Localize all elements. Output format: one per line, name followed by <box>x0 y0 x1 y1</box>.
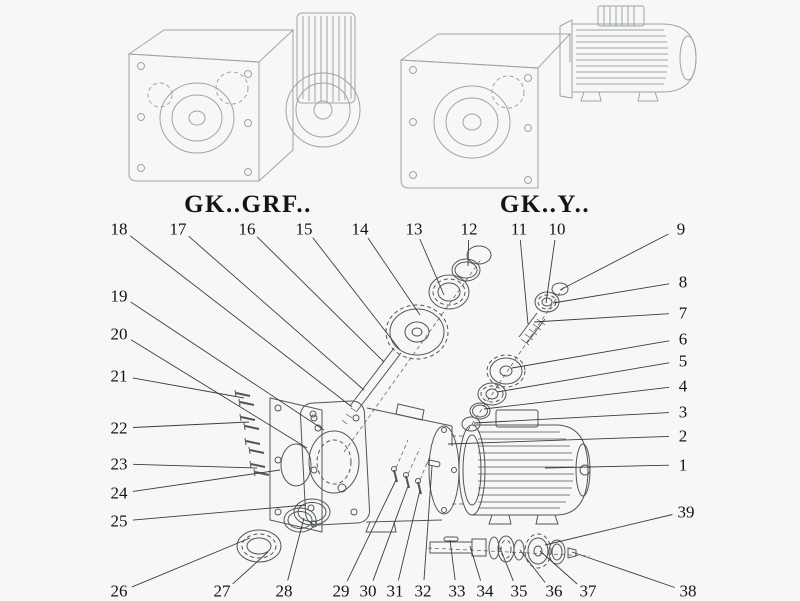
leader-line-8 <box>552 283 670 304</box>
motor-drawing <box>559 5 697 102</box>
leader-line-35 <box>499 547 514 582</box>
leader-line-24 <box>132 469 281 492</box>
leader-line-2 <box>447 435 670 445</box>
leader-line-28 <box>287 517 305 581</box>
gearbox-grf-drawing <box>127 12 361 182</box>
leader-line-22 <box>132 421 250 428</box>
leader-line-4 <box>483 386 670 410</box>
exploded-housing-drawing <box>299 400 460 533</box>
leader-lines <box>129 233 675 588</box>
input-gear-stack-drawing <box>341 245 492 425</box>
leader-line-1 <box>544 464 670 469</box>
leader-line-15 <box>312 237 401 351</box>
leader-line-10 <box>545 239 556 304</box>
leader-line-27 <box>232 551 269 585</box>
leader-line-29 <box>346 479 397 582</box>
leader-line-17 <box>188 235 365 391</box>
leader-line-12 <box>467 239 470 267</box>
cover-plate-drawing <box>234 389 331 563</box>
leader-line-18 <box>129 235 353 408</box>
leader-line-37 <box>539 550 578 585</box>
leader-line-14 <box>367 237 421 316</box>
leader-line-26 <box>131 537 251 588</box>
pinion-stack-drawing <box>461 282 569 432</box>
leader-line-19 <box>130 301 325 431</box>
gearbox-y-drawing <box>399 5 697 189</box>
leader-line-21 <box>132 377 245 399</box>
leader-line-6 <box>511 340 670 369</box>
leader-line-30 <box>372 485 409 581</box>
output-shaft-assembly-drawing <box>429 533 577 569</box>
leader-line-38 <box>571 551 675 588</box>
leader-line-31 <box>397 489 421 581</box>
leader-line-16 <box>256 236 385 363</box>
leader-line-7 <box>533 313 670 323</box>
leader-line-34 <box>469 545 482 581</box>
leader-line-11 <box>519 239 529 325</box>
exploded-motor-drawing <box>458 409 591 525</box>
grf-fin-cap <box>296 12 356 104</box>
leader-line-32 <box>423 465 433 581</box>
fasteners-drawing <box>391 439 441 495</box>
leader-line-23 <box>132 463 258 469</box>
model-title-y: GK..Y.. <box>499 191 591 218</box>
leader-line-3 <box>473 412 670 424</box>
leader-line-25 <box>132 504 307 521</box>
leader-line-9 <box>559 233 669 291</box>
leader-line-36 <box>519 549 546 583</box>
leader-line-39 <box>544 514 673 546</box>
leader-line-13 <box>419 238 445 296</box>
model-title-grf: GK..GRF.. <box>184 191 312 218</box>
leader-line-33 <box>449 539 456 581</box>
leader-line-5 <box>496 362 670 393</box>
